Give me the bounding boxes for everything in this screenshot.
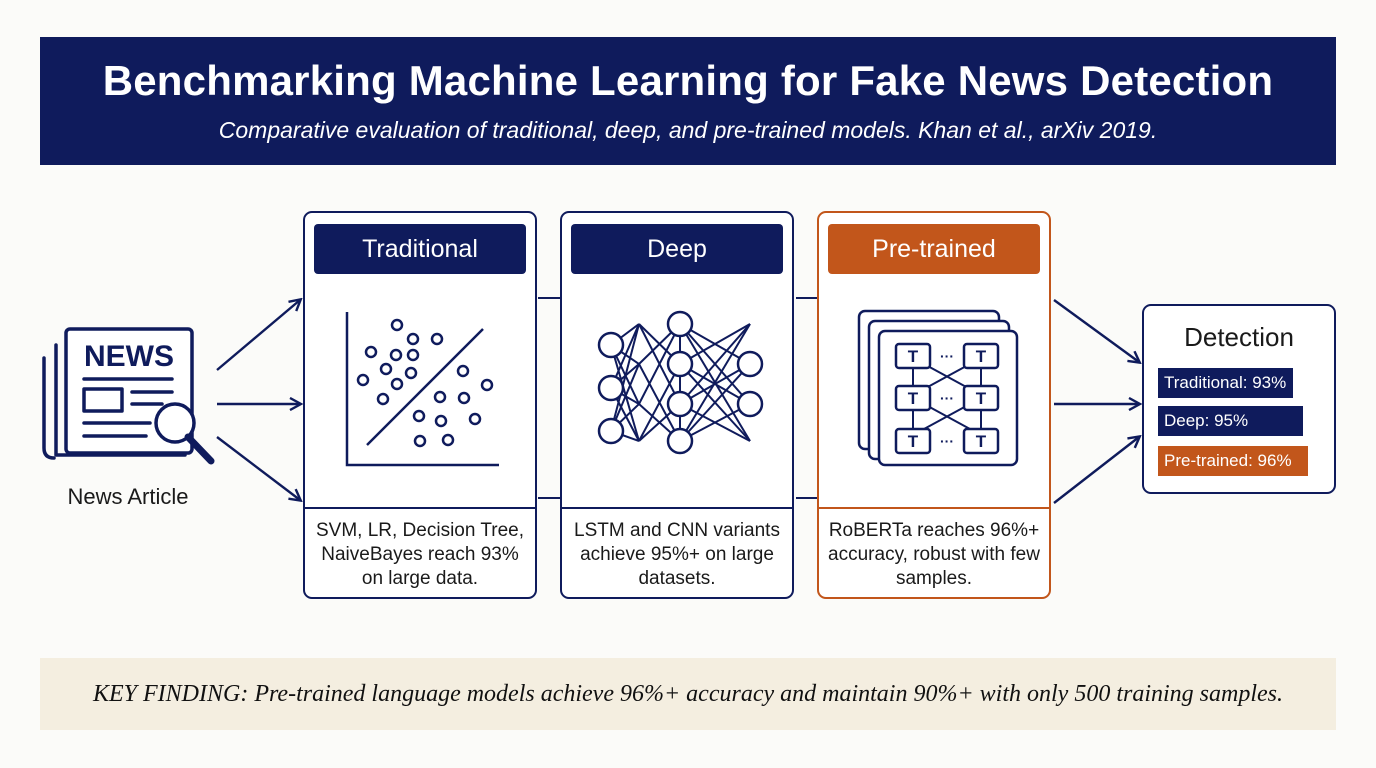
token-t: T [976, 432, 987, 451]
page-title: Benchmarking Machine Learning for Fake N… [102, 57, 1274, 104]
key-finding-banner: KEY FINDING: Pre-trained language models… [40, 658, 1336, 730]
result-bar-traditional: Traditional: 93% [1158, 368, 1293, 398]
detection-box: Detection Traditional: 93% Deep: 95% Pre… [1142, 304, 1336, 494]
neural-network-icon [597, 310, 764, 455]
panel-pretrained-label: Pre-trained [828, 224, 1040, 274]
transformer-icon: T T T T T T ··· ··· ··· [857, 309, 1019, 467]
news-article-caption: News Article [67, 484, 189, 509]
token-t: T [976, 389, 987, 408]
result-bar-deep: Deep: 95% [1158, 406, 1303, 436]
panel-divider [819, 507, 1049, 509]
panel-deep-desc: LSTM and CNN variants achieve 95%+ on la… [574, 520, 780, 589]
token-ellipsis: ··· [940, 390, 954, 406]
panel-divider [562, 507, 792, 509]
result-bar-pretrained: Pre-trained: 96% [1158, 446, 1308, 476]
panel-divider [305, 507, 535, 509]
panel-deep-label: Deep [571, 224, 783, 274]
token-t: T [908, 389, 919, 408]
panel-pretrained-desc: RoBERTa reaches 96%+ accuracy, robust wi… [828, 520, 1040, 589]
detection-title: Detection [1184, 322, 1294, 352]
panel-pretrained: Pre-trained T T T T T [817, 211, 1051, 599]
scatter-plot-icon [345, 312, 499, 467]
token-t: T [976, 347, 987, 366]
page-subtitle: Comparative evaluation of traditional, d… [218, 117, 1158, 143]
token-ellipsis: ··· [940, 433, 954, 449]
panel-traditional: Traditional SVM, LR, Deci [303, 211, 537, 599]
input-arrows [216, 300, 300, 500]
output-arrows [1053, 299, 1139, 504]
token-ellipsis: ··· [940, 348, 954, 364]
token-t: T [908, 432, 919, 451]
token-t: T [908, 347, 919, 366]
panel-deep: Deep [560, 211, 794, 599]
header-banner: Benchmarking Machine Learning for Fake N… [40, 37, 1336, 165]
newspaper-headline: NEWS [84, 340, 174, 373]
panel-connectors [538, 297, 818, 499]
panel-traditional-desc: SVM, LR, Decision Tree, NaiveBayes reach… [315, 520, 525, 589]
panel-traditional-label: Traditional [314, 224, 526, 274]
newspaper-icon [42, 327, 215, 465]
